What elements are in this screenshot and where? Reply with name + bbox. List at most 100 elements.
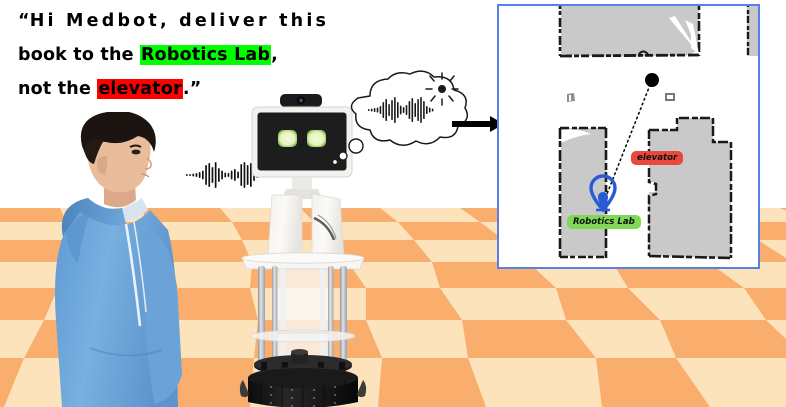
- open-quote: “: [18, 11, 30, 31]
- map-lidar-cone: [669, 16, 723, 54]
- map-planned-path: [602, 79, 653, 205]
- person-sleeve: [144, 230, 182, 404]
- robot-thought-bubble: [332, 70, 469, 165]
- waveform-bar: [198, 172, 201, 178]
- robot-cable: [313, 216, 336, 241]
- person-hair-side: [84, 139, 104, 164]
- thought-bubble-large: [348, 138, 364, 154]
- utterance-line-1: “Hi Medbot, deliver this: [18, 4, 326, 38]
- waveform-bar: [397, 102, 399, 118]
- person-drawstring-1: [124, 223, 142, 327]
- waveform-bar: [382, 102, 385, 118]
- waveform-bar: [205, 165, 207, 185]
- waveform-bar: [417, 99, 419, 121]
- waveform-bar: [230, 170, 233, 180]
- robot-torso: [267, 193, 345, 257]
- goal-highlight-robotics-lab: Robotics Lab: [139, 45, 272, 65]
- robot-acrylic-column: [273, 268, 333, 358]
- waveform-bar: [368, 109, 370, 111]
- user-utterance-text: “Hi Medbot, deliver this book to the Rob…: [18, 4, 326, 106]
- spark-icon: [425, 72, 459, 106]
- waveform-bar: [208, 163, 211, 187]
- thought-bubble-small: [332, 159, 338, 165]
- robot-bumper-left: [239, 380, 249, 398]
- waveform-bar: [370, 108, 373, 112]
- waveform-bar: [211, 167, 214, 183]
- person-hood-shade: [66, 212, 90, 264]
- occupancy-grid-map[interactable]: elevator Robotics Lab: [497, 4, 760, 269]
- map-label-robotics-lab[interactable]: Robotics Lab: [567, 215, 641, 229]
- person-ear: [97, 156, 108, 175]
- user-speech-waveform: [186, 162, 265, 188]
- map-region-upper-right-fragment: [746, 6, 758, 56]
- map-pin-icon: [589, 174, 617, 213]
- waveform-bar: [376, 107, 379, 113]
- robot-eye-left: [278, 130, 297, 147]
- person-eyebrow: [129, 144, 142, 148]
- waveform-bar: [246, 165, 249, 185]
- robot-top-shelf: [241, 252, 365, 270]
- robot-face-display: [257, 112, 347, 171]
- waveform-bar: [385, 99, 387, 121]
- person-drawstring-2: [133, 221, 147, 313]
- waveform-bar: [414, 103, 416, 117]
- waveform-bar: [240, 164, 243, 186]
- waveform-bar: [221, 170, 223, 180]
- distractor-highlight-elevator: elevator: [97, 79, 183, 99]
- waveform-bar: [391, 100, 393, 120]
- robot-medbot: [239, 94, 367, 407]
- flow-arrow: [452, 116, 504, 132]
- robot-neck: [292, 177, 312, 189]
- waveform-bar: [234, 169, 236, 181]
- utterance-line1-text: Hi Medbot, deliver this: [29, 11, 330, 31]
- map-label-elevator[interactable]: elevator: [631, 151, 684, 165]
- map-region-upper: [558, 6, 701, 58]
- utterance-line-2: book to the Robotics Lab,: [18, 38, 318, 72]
- person-speaking: [55, 112, 182, 407]
- utterance-line2-pre: book to the: [18, 45, 140, 65]
- utterance-line3-pre: not the: [18, 79, 98, 99]
- waveform-bar: [373, 108, 376, 112]
- waveform-bar: [428, 107, 431, 113]
- robot-mobile-base: [239, 367, 367, 407]
- robot-bumper-right: [357, 380, 367, 398]
- waveform-bar: [214, 162, 217, 188]
- waveform-bar: [402, 107, 405, 113]
- robot-eye-right: [307, 130, 326, 147]
- person-hair: [81, 112, 156, 156]
- waveform-bar: [431, 108, 434, 112]
- waveform-bar: [411, 98, 414, 122]
- person-eye: [131, 149, 141, 155]
- waveform-bar: [243, 162, 246, 188]
- waveform-bar: [186, 174, 188, 176]
- waveform-bar: [202, 170, 204, 180]
- close-quote: .”: [182, 79, 202, 99]
- utterance-line-3: not the elevator.”: [18, 72, 318, 106]
- robot-mid-shelf: [250, 329, 356, 343]
- person-nose: [144, 157, 152, 170]
- map-robot-pose-dot: [645, 73, 659, 87]
- waveform-bar: [426, 106, 428, 114]
- waveform-bar: [227, 173, 230, 177]
- waveform-bar: [250, 163, 252, 187]
- waveform-bar: [394, 97, 396, 123]
- waveform-bar: [420, 97, 422, 123]
- waveform-bar: [195, 173, 198, 177]
- waveform-bar: [399, 105, 402, 115]
- waveform-bar: [218, 168, 220, 182]
- thought-waveform: [368, 97, 434, 123]
- thought-bubble-medium: [338, 151, 348, 161]
- map-obstacles: [567, 93, 675, 102]
- waveform-bar: [192, 173, 195, 177]
- waveform-bar: [237, 171, 239, 179]
- waveform-bar: [423, 101, 425, 119]
- robot-lidar: [291, 352, 308, 364]
- waveform-bar: [224, 172, 227, 178]
- utterance-line2-post: ,: [271, 45, 279, 65]
- waveform-bar: [189, 174, 191, 176]
- person-pocket: [89, 347, 163, 357]
- waveform-bar: [379, 106, 382, 114]
- map-region-lower-left: [558, 126, 608, 259]
- person-mouth: [141, 173, 150, 178]
